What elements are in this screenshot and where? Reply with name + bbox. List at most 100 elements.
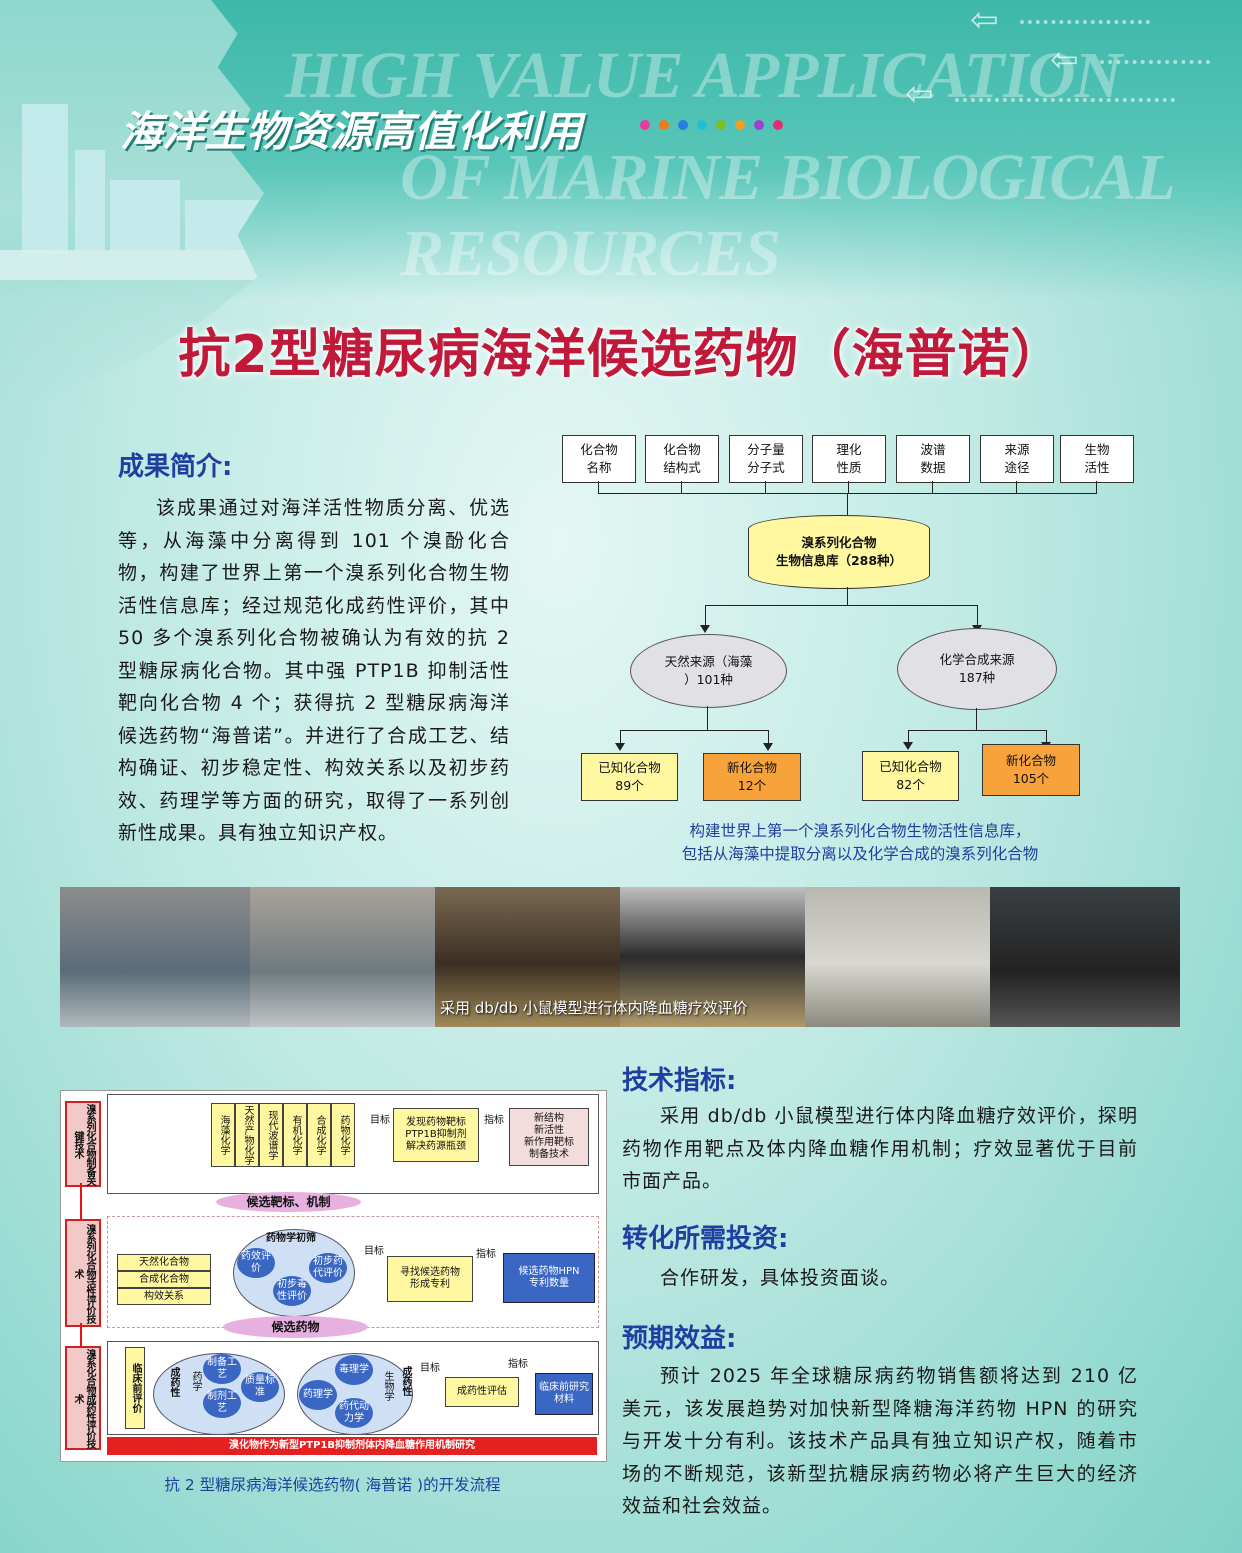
pharmaceutics-item: 制备工艺 — [203, 1354, 241, 1384]
connector-line — [847, 493, 848, 515]
stage-label: 溴系列化合物制备关键技术 — [65, 1101, 101, 1187]
preclinical-label: 临床前评价 — [125, 1347, 145, 1429]
photo-caption: 采用 db/db 小鼠模型进行体内降血糖疗效评价 — [440, 999, 748, 1017]
drug-eval-box: 成药性评估 — [445, 1377, 519, 1407]
arrow-down-icon — [700, 625, 710, 633]
connector-line — [908, 730, 909, 744]
candidate-box: 寻找候选药物形成专利 — [387, 1256, 473, 1302]
english-title-line2: OF MARINE BIOLOGICAL RESOURCES — [400, 141, 1173, 290]
drugability-label: 成药性 — [168, 1367, 179, 1397]
connector-line — [976, 708, 977, 730]
tech-text: 采用 db/db 小鼠模型进行体内降血糖疗效评价，探明药物作用靶点及体内降血糖作… — [622, 1105, 1138, 1192]
biology-item: 药代动力学 — [335, 1398, 373, 1428]
connector-line — [620, 730, 768, 731]
stage1-frame — [107, 1094, 599, 1194]
discipline-box: 有机化学 — [283, 1103, 307, 1167]
red-connector — [80, 1323, 82, 1346]
index-label: 指标 — [484, 1115, 504, 1126]
arrow-down-icon — [615, 743, 625, 751]
connector-line — [1046, 730, 1047, 744]
connector-line — [848, 481, 849, 493]
discipline-box: 现代波谱学 — [259, 1103, 283, 1167]
city-photo — [0, 0, 264, 420]
header-title: 海洋生物资源高值化利用 — [120, 107, 583, 156]
connector-line — [598, 481, 599, 493]
arrow-down-icon — [763, 743, 773, 751]
color-dot — [697, 120, 707, 130]
biology-item: 药理学 — [299, 1380, 337, 1410]
flow-chart-caption: 抗 2 型糖尿病海洋候选药物( 海普诺 )的开发流程 — [164, 1476, 501, 1494]
pharm-item: 初步毒性评价 — [273, 1276, 311, 1306]
mechanism-bar: 溴化物作为新型PTP1B抑制剂体内降血糖作用机制研究 — [107, 1437, 597, 1455]
connector-line — [1016, 481, 1017, 493]
connector-line — [977, 605, 978, 627]
red-connector — [80, 1183, 82, 1219]
color-dot — [640, 120, 650, 130]
db-chart-caption: 构建世界上第一个溴系列化合物生物活性信息库， 包括从海藻中提取分离以及化学合成的… — [681, 822, 1039, 863]
connector-line — [707, 706, 708, 730]
connector-line — [705, 605, 706, 627]
color-dot — [678, 120, 688, 130]
drugability-label-2: 成药性 — [400, 1366, 411, 1396]
connector-line — [681, 481, 682, 493]
pharm-item: 初步药代评价 — [309, 1253, 347, 1283]
biology-label: 生物学 — [382, 1371, 393, 1401]
candidate-drug-band: 候选药物 — [223, 1316, 368, 1338]
database-cylinder: 溴系列化合物生物信息库（288种） — [748, 515, 930, 589]
attribute-box: 生物活性 — [1060, 435, 1134, 483]
investment-heading: 转化所需投资: — [622, 1224, 789, 1254]
color-dot — [773, 120, 783, 130]
connector-line — [620, 730, 621, 746]
attribute-box: 化合物结构式 — [645, 435, 719, 483]
connector-line — [847, 587, 848, 605]
target-label: 目标 — [364, 1246, 384, 1257]
discipline-box: 合成化学 — [307, 1103, 331, 1167]
connector-line — [705, 605, 977, 606]
summary-heading: 成果简介: — [118, 452, 233, 482]
preclinical-material-box: 临床前研究材料 — [535, 1373, 593, 1415]
arrow-down-icon — [903, 742, 913, 750]
outcome-box: 新结构新活性新作用靶标制备技术 — [509, 1108, 589, 1166]
arrow-left-icon: ⇦ — [970, 0, 999, 40]
pharm-title: 药物学初筛 — [266, 1233, 316, 1244]
target-label: 目标 — [420, 1363, 440, 1374]
discipline-box: 天然产物化学 — [235, 1103, 259, 1167]
discipline-box: 海藻化学 — [211, 1103, 235, 1167]
attribute-box: 化合物名称 — [562, 435, 636, 483]
development-flow-chart: 溴系列化合物制备关键技术溴系列化合物活性评价技术溴系化合物成药性评价技术海藻化学… — [60, 1090, 607, 1462]
stage-label: 溴系化合物成药性评价技术 — [65, 1346, 101, 1450]
connector-line — [908, 730, 1046, 731]
arrow-left-icon-2: ⇦ — [1050, 40, 1079, 80]
pharmaceutics-label: 药学 — [190, 1371, 201, 1391]
color-dot — [754, 120, 764, 130]
biology-item: 毒理学 — [335, 1355, 373, 1385]
lab-photo-strip: 采用 db/db 小鼠模型进行体内降血糖疗效评价 — [60, 887, 1180, 1027]
connector-line — [1096, 481, 1097, 493]
page-title: 抗2型糖尿病海洋候选药物（海普诺） — [178, 325, 1064, 385]
compound-box: 天然化合物 — [117, 1254, 211, 1271]
color-dot — [735, 120, 745, 130]
index-label: 指标 — [476, 1249, 496, 1260]
compound-box: 构效关系 — [117, 1288, 211, 1305]
benefit-heading: 预期效益: — [622, 1324, 737, 1354]
natural-source-ellipse: 天然来源（海藻）101种 — [630, 634, 787, 708]
attribute-box: 来源途径 — [980, 435, 1054, 483]
candidate-target-band: 候选靶标、机制 — [216, 1192, 361, 1212]
pharm-item: 药效评价 — [237, 1248, 275, 1278]
arrow-left-icon-3: ⇦ — [905, 74, 934, 114]
benefit-text: 预计 2025 年全球糖尿病药物销售额将达到 210 亿美元，该发展趋势对加快新… — [622, 1365, 1138, 1517]
discipline-box: 药物化学 — [331, 1103, 355, 1167]
attribute-box: 波谱数据 — [896, 435, 970, 483]
tech-heading: 技术指标: — [622, 1066, 737, 1096]
compound-box: 合成化合物 — [117, 1271, 211, 1288]
pharmaceutics-item: 质量标准 — [241, 1372, 279, 1402]
target-label: 目标 — [370, 1115, 390, 1126]
investment-text: 合作研发，具体投资面谈。 — [660, 1267, 901, 1289]
connector-line — [765, 481, 766, 493]
